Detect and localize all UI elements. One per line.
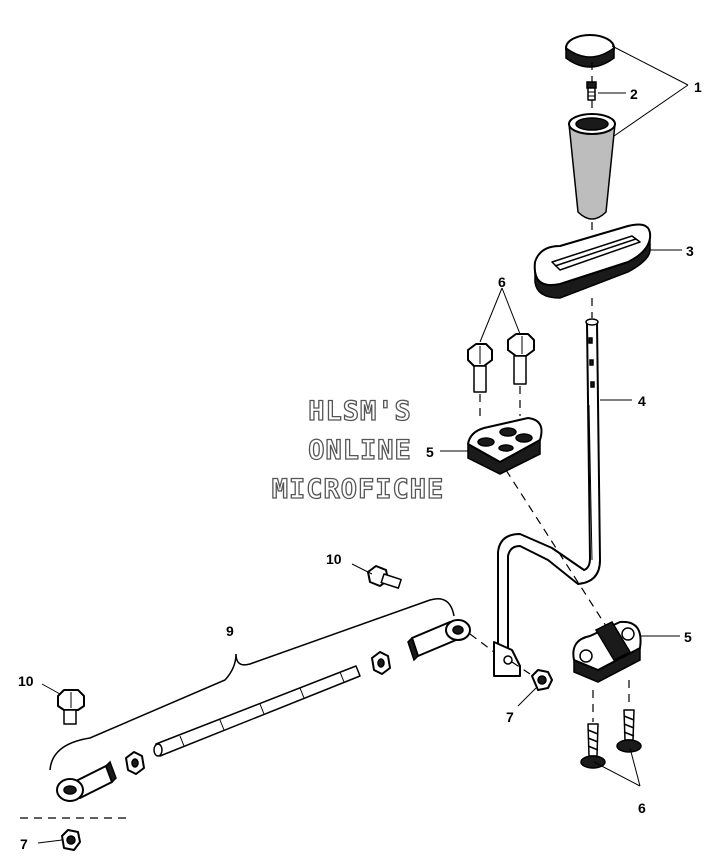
jam-nut-left <box>125 751 145 775</box>
nut-right <box>531 669 553 691</box>
callout-1: 1 <box>694 79 702 95</box>
shift-lever <box>493 318 601 677</box>
bolt-upper-10 <box>367 565 402 589</box>
threaded-rod <box>153 665 361 757</box>
callout-7-right: 7 <box>506 709 514 725</box>
leader-lever-nut <box>511 661 531 675</box>
callout-6-upper: 6 <box>498 274 506 290</box>
set-screw <box>586 81 597 101</box>
bolt-left-10 <box>57 689 85 725</box>
callout-3: 3 <box>686 243 694 259</box>
upper-bolt-left <box>467 343 493 393</box>
callout-2: 2 <box>630 86 638 102</box>
callout-10-left: 10 <box>18 673 34 689</box>
callout-5-lower: 5 <box>684 629 692 645</box>
upper-pivot-bracket <box>467 417 543 475</box>
lower-screw-right <box>616 709 642 753</box>
callout-leaders <box>37 45 689 844</box>
shift-boot <box>533 223 652 299</box>
leader-bracket-pivot <box>505 469 607 627</box>
watermark-line-3: MICROFICHE <box>272 474 445 505</box>
watermark-line-2: ONLINE <box>308 435 412 466</box>
callout-5-upper: 5 <box>426 444 434 460</box>
leader-rodend-lever <box>469 633 495 653</box>
callout-6-lower: 6 <box>638 800 646 816</box>
callout-4: 4 <box>638 393 646 409</box>
callout-9: 9 <box>226 623 234 639</box>
lower-pivot-bracket <box>572 620 642 683</box>
lower-screw-left <box>580 723 606 769</box>
callout-7-left: 7 <box>20 836 28 852</box>
callout-10-upper: 10 <box>326 551 342 567</box>
rod-end-left <box>56 760 117 802</box>
watermark-line-1: HLSM'S <box>308 396 412 427</box>
knob-cap <box>565 34 615 68</box>
upper-bolt-right <box>507 333 535 385</box>
rod-end-right <box>407 619 471 662</box>
nut-left <box>61 829 81 851</box>
jam-nut-right <box>371 651 391 675</box>
shift-handle <box>568 113 616 220</box>
